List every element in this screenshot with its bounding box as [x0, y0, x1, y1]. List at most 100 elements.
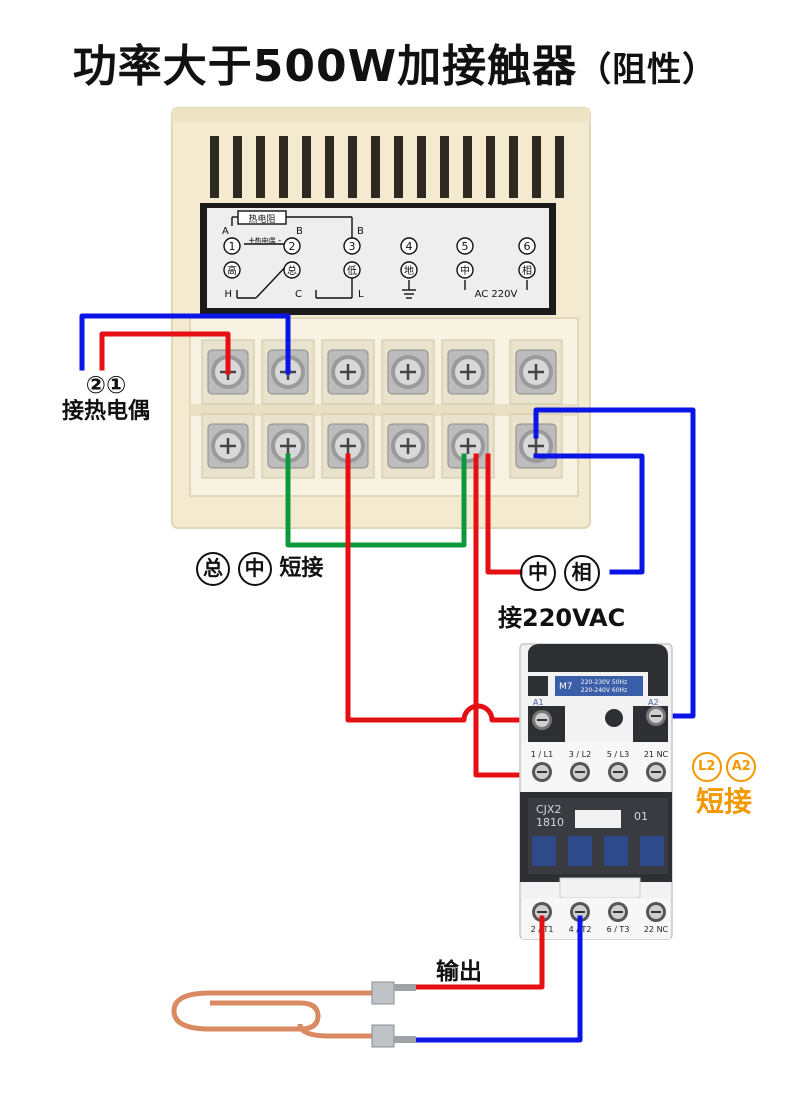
svg-text:3 / L2: 3 / L2: [569, 750, 591, 759]
wire-output-blue: [415, 915, 583, 1043]
pin-b1-label: B: [296, 226, 303, 237]
thermocouple-circle-2: ②: [85, 371, 106, 399]
aux-label: 01: [634, 810, 648, 823]
terminal-number-5: 5: [456, 237, 474, 255]
wire-thermocouple-red: [99, 331, 231, 375]
short-text: 短接: [279, 556, 324, 581]
wire-short-green: [285, 453, 467, 548]
svg-text:6: 6: [524, 240, 531, 253]
screw-terminal-bottom-1: [201, 413, 255, 479]
svg-text:地: 地: [404, 264, 414, 277]
pin-a-label: A: [222, 226, 229, 237]
vent-slots: [210, 136, 564, 198]
power-circle-phase: 相: [563, 555, 600, 591]
contactor-short-text: 短接: [695, 785, 752, 818]
short-circle-mid: 中: [237, 552, 272, 586]
screw-terminal-bottom-4: [381, 413, 435, 479]
wire-power-red: [485, 453, 523, 575]
wire-coil-a2-blue: [533, 407, 696, 719]
screw-terminal-top-5: [441, 339, 495, 405]
minus-label: -: [278, 236, 281, 246]
thermocouple-circle-1: ①: [106, 371, 127, 399]
contactor: M7 220-230V 50Hz 220-240V 60Hz A1 A2 1 /…: [519, 643, 673, 940]
pin-b2-label: B: [357, 226, 364, 237]
power-text: 接220VAC: [498, 604, 626, 632]
contactor-short-circle-l2: L2: [691, 752, 722, 782]
ac-label: AC 220V: [475, 289, 518, 300]
terminal-name-6: 相: [518, 261, 536, 279]
terminal-name-1: 高: [223, 261, 241, 279]
contactor-short-annotation: L2 A2 短接: [688, 752, 760, 822]
heating-element: [171, 981, 416, 1048]
output-label: 输出: [436, 959, 482, 985]
terminal-name-5: 中: [456, 261, 474, 279]
contactor-load-terminal-3: 6 / T3: [607, 902, 630, 934]
contactor-load-terminal-4: 22 NC: [644, 902, 669, 934]
model-line-2: 1810: [536, 816, 564, 829]
thermocouple-label: 热电偶: [255, 236, 276, 245]
wire-power-blue: [533, 453, 645, 575]
svg-text:6 / T3: 6 / T3: [607, 925, 630, 934]
svg-text:5: 5: [462, 240, 469, 253]
terminal-number-3: 3: [343, 237, 361, 255]
contactor-line-terminal-2: 3 / L2: [569, 750, 591, 782]
pin-h-label: H: [224, 289, 232, 300]
page-title: 功率大于500W加接触器（阻性）: [0, 30, 790, 94]
pin-c-label: C: [295, 289, 302, 300]
terminal-number-6: 6: [518, 237, 536, 255]
terminal-number-2: 2: [283, 237, 301, 255]
svg-text:中: 中: [460, 264, 470, 277]
svg-text:4: 4: [406, 240, 413, 253]
screw-terminal-bottom-2: [261, 413, 315, 479]
coil-a2-label: A2: [648, 698, 659, 707]
contactor-line-terminal-1: 1 / L1: [531, 750, 553, 782]
short-circle-total: 总: [196, 552, 230, 586]
contactor-line-terminal-4: 21 NC: [644, 750, 669, 782]
terminal-name-2: 总: [283, 261, 301, 279]
pin-l-label: L: [358, 289, 364, 300]
screw-terminal-top-6: [509, 339, 563, 405]
terminal-number-4: 4: [400, 237, 418, 255]
svg-text:总: 总: [287, 264, 297, 277]
wire-output-red: [415, 915, 545, 990]
svg-text:3: 3: [349, 240, 356, 253]
screw-terminal-top-3: [321, 339, 375, 405]
short-total-mid-annotation: 总 中 短接: [196, 551, 323, 587]
coil-screw-a1: [532, 710, 552, 730]
temperature-controller: 热电阻 热电偶 + - A B B H C L AC 220V 1 高 2 总 3 低 4 地…: [171, 107, 591, 529]
terminal-name-3: 低: [343, 261, 361, 279]
model-line-1: CJX2: [536, 803, 561, 816]
svg-text:相: 相: [522, 264, 532, 277]
svg-text:22 NC: 22 NC: [644, 925, 669, 934]
thermocouple-text: 接热电偶: [62, 399, 151, 424]
coil-rating-plate: [555, 676, 643, 696]
screw-terminal-top-4: [381, 339, 435, 405]
terminal-name-4: 地: [400, 261, 418, 279]
thermocouple-annotation: ②① 接热电偶: [62, 372, 150, 426]
coil-a1-label: A1: [533, 698, 544, 707]
rating-line-2: 220-240V 60Hz: [581, 687, 627, 694]
rating-prefix: M7: [559, 682, 573, 692]
svg-text:高: 高: [227, 264, 237, 277]
svg-text:1: 1: [229, 240, 236, 253]
coil-screw-a2: [646, 706, 666, 726]
title-main: 功率大于500W加接触器: [72, 41, 578, 92]
svg-text:2: 2: [289, 240, 296, 253]
rating-line-1: 220-230V 50Hz: [581, 679, 627, 686]
plus-label: +: [248, 236, 256, 246]
wire-thermocouple-blue: [79, 313, 291, 375]
screw-terminal-bottom-6: [509, 413, 563, 479]
svg-text:5 / L3: 5 / L3: [607, 750, 629, 759]
screw-terminal-bottom-3: [321, 413, 375, 479]
screw-terminal-top-2: [261, 339, 315, 405]
contactor-short-circle-a2: A2: [726, 752, 757, 782]
contactor-line-terminal-3: 5 / L3: [607, 750, 629, 782]
terminal-number-1: 1: [223, 237, 241, 255]
title-sub: （阻性）: [577, 50, 718, 90]
svg-text:1 / L1: 1 / L1: [531, 750, 553, 759]
thermistor-label: 热电阻: [248, 213, 275, 225]
svg-text:21 NC: 21 NC: [644, 750, 669, 759]
power-circle-mid: 中: [520, 555, 556, 591]
wire-l1-red: [473, 453, 543, 778]
